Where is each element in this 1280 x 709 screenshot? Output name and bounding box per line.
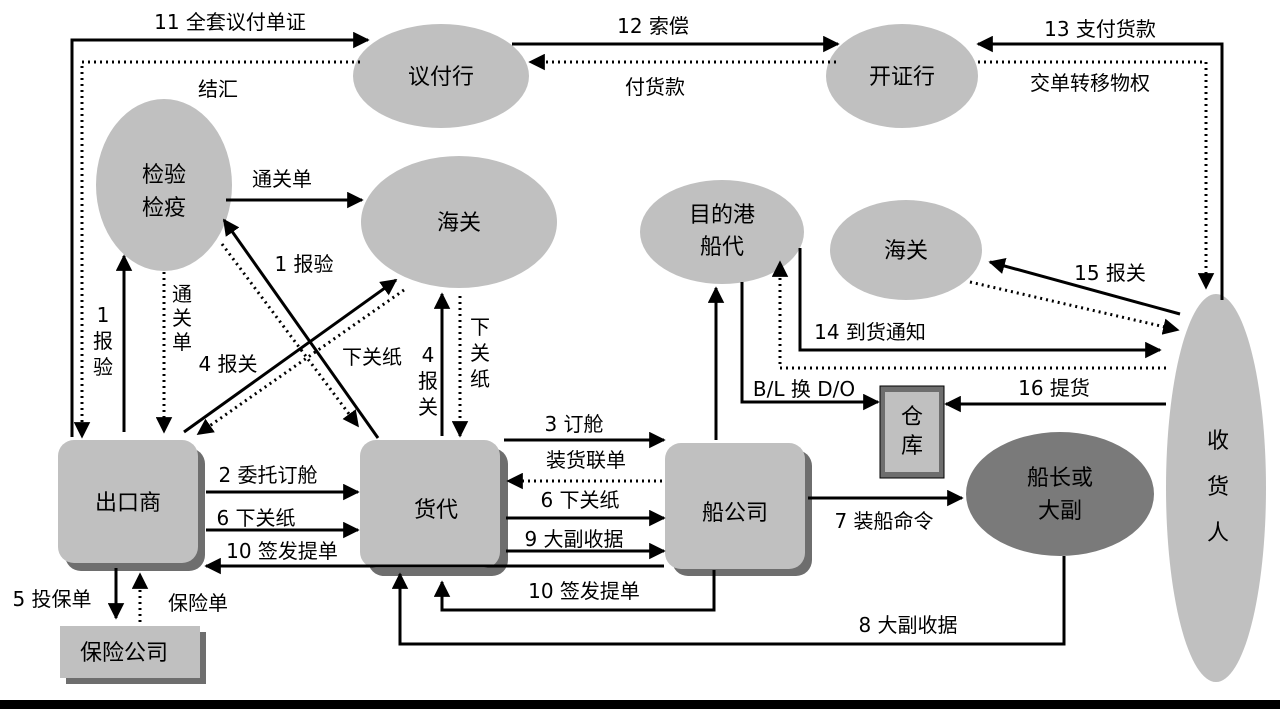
- shipping-company-label: 船公司: [702, 501, 768, 526]
- label-insure: 5 投保单: [12, 587, 91, 611]
- label-issue-bl-10a: 10 签发提单: [226, 539, 338, 563]
- node-destination-shipping-agent: 目的港 船代: [640, 180, 804, 284]
- dest-agent-label-line2: 船代: [700, 235, 744, 260]
- edge-consignee-to-agent: [771, 260, 1166, 370]
- inspection-label-line2: 检疫: [142, 196, 186, 221]
- label-mates-receipt-8: 8 大副收据: [858, 613, 957, 637]
- label-clearance-v1: 通: [172, 282, 192, 306]
- issuing-bank-label: 开证行: [869, 65, 935, 90]
- edge-bl-for-do: [740, 282, 880, 411]
- label-inspection-v1: 1: [97, 303, 110, 327]
- label-shipping-order: 装货联单: [546, 448, 626, 472]
- edges: [70, 31, 1224, 646]
- edge-issue-bl-carrier: [433, 570, 716, 612]
- customs-export-label: 海关: [437, 211, 481, 236]
- node-forwarder: 货代: [360, 440, 508, 576]
- bottom-bar: [0, 700, 1280, 705]
- node-exporter: 出口商: [58, 440, 205, 571]
- inspection-label-line1: 检验: [142, 163, 186, 188]
- label-inspection-v2: 报: [93, 329, 113, 353]
- label-policy: 保险单: [168, 591, 228, 615]
- label-transfer-docs: 交单转移物权: [1030, 71, 1150, 95]
- edge-transfer-docs: [978, 60, 1215, 290]
- forwarder-label: 货代: [414, 498, 458, 523]
- label-arrival-notice: 14 到货通知: [814, 320, 926, 344]
- edge-declare-exporter: [183, 278, 398, 434]
- dest-agent-label-line1: 目的港: [689, 203, 755, 228]
- label-clearance-v2: 关: [172, 306, 192, 330]
- label-declare-import: 15 报关: [1074, 261, 1146, 285]
- label-full-docs: 11 全套议付单证: [154, 10, 306, 34]
- label-release-6b: 6 下关纸: [540, 488, 619, 512]
- captain-label-line1: 船长或: [1027, 466, 1093, 491]
- node-warehouse: 仓 库: [879, 385, 945, 479]
- insurance-company-label: 保险公司: [80, 641, 168, 666]
- edge-inspection-to-forwarder: [220, 243, 360, 428]
- node-issuing-bank: 开证行: [826, 24, 978, 128]
- label-book-space: 3 订舱: [544, 412, 603, 436]
- label-bl-for-do: B/L 换 D/O: [753, 377, 855, 401]
- label-pickup: 16 提货: [1018, 376, 1090, 400]
- warehouse-label-line1: 仓: [901, 405, 923, 430]
- label-settlement: 结汇: [198, 77, 238, 101]
- node-customs-export: 海关: [361, 156, 557, 288]
- customs-import-label: 海关: [884, 239, 928, 264]
- label-declare-v2: 报: [418, 369, 438, 393]
- label-clearance-v3: 单: [172, 330, 192, 354]
- consignee-label-line2: 货: [1207, 475, 1229, 500]
- warehouse-label-line2: 库: [901, 434, 923, 459]
- consignee-label-line1: 收: [1207, 429, 1229, 454]
- label-inspection-v3: 验: [93, 355, 113, 379]
- node-consignee: 收 货 人: [1166, 294, 1266, 682]
- edge-declare-import: [988, 257, 1181, 316]
- edge-full-docs: [70, 31, 370, 437]
- consignee-label-line3: 人: [1207, 521, 1229, 546]
- label-mates-receipt-9: 9 大副收据: [524, 527, 623, 551]
- label-release-v3: 纸: [470, 367, 490, 391]
- edge-mates-receipt-8: [391, 556, 1066, 646]
- edge-inspection-forwarder: [222, 218, 380, 439]
- label-release-diag: 下关纸: [342, 345, 402, 369]
- node-shipping-company: 船公司: [665, 443, 812, 576]
- negotiating-bank-label: 议付行: [408, 65, 474, 90]
- label-declare-diag: 4 报关: [198, 352, 257, 376]
- node-negotiating-bank: 议付行: [353, 24, 529, 128]
- edge-settlement: [73, 60, 360, 439]
- label-release-v2: 关: [470, 341, 490, 365]
- label-release-v1: 下: [470, 315, 490, 339]
- label-payment: 付货款: [625, 75, 685, 99]
- label-clearance-form: 通关单: [252, 167, 312, 191]
- edge-labels: 11 全套议付单证 结汇 12 索偿 付货款 13 支付货款 交单转移物权 通关…: [12, 10, 1155, 637]
- label-claim: 12 索偿: [617, 14, 689, 38]
- node-inspection-quarantine: 检验 检疫: [96, 99, 232, 271]
- node-customs-import: 海关: [830, 200, 982, 300]
- label-release-6a: 6 下关纸: [216, 506, 295, 530]
- label-entrust-booking: 2 委托订舱: [218, 463, 317, 487]
- node-insurance-company: 保险公司: [60, 626, 206, 684]
- edge-pay-goods: [976, 35, 1224, 300]
- node-captain-chief-officer: 船长或 大副: [966, 432, 1154, 556]
- label-declare-v1: 4: [422, 343, 435, 367]
- label-issue-bl-10b: 10 签发提单: [528, 579, 640, 603]
- label-loading-order: 7 装船命令: [834, 509, 933, 533]
- label-pay-goods: 13 支付货款: [1044, 17, 1156, 41]
- captain-label-line2: 大副: [1038, 499, 1082, 524]
- edge-arrival-notice: [798, 248, 1162, 359]
- label-inspection-forwarder: 1 报验: [274, 252, 333, 276]
- label-declare-v3: 关: [418, 395, 438, 419]
- exporter-label: 出口商: [95, 491, 161, 516]
